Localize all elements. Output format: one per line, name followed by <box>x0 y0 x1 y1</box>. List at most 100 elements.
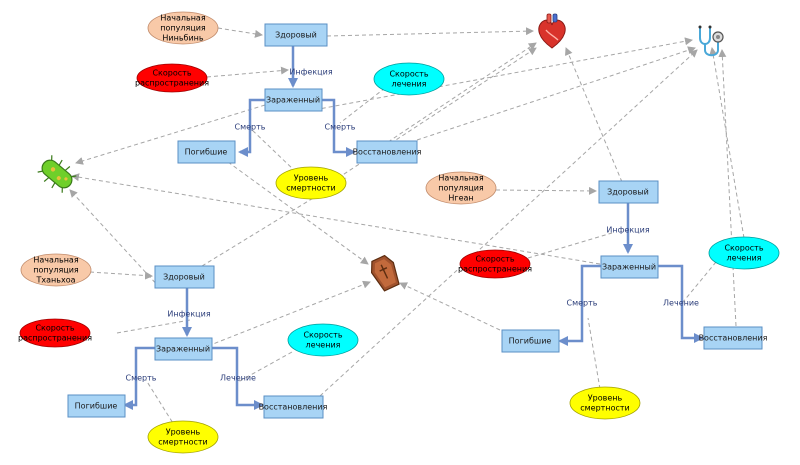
param-mortality-1-line1: Уровень <box>294 174 329 183</box>
flow-label-recovery-3: Лечение <box>220 374 256 383</box>
stethoscope-icon <box>698 25 724 57</box>
link-mortality3-to-flow <box>145 379 177 429</box>
flow-label-recovery-2: Лечение <box>663 299 699 308</box>
link-healthy3-to-bacteria <box>69 189 161 289</box>
link-recovered1-to-stetho <box>416 46 696 141</box>
param-spread-2-line1: Скорость <box>475 255 514 264</box>
stock-infected-2-label: Зараженный <box>602 263 656 272</box>
stock-healthy-1[interactable]: Здоровый <box>264 23 328 47</box>
link-recovery1-to-flow <box>339 87 386 124</box>
param-recovery-rate-1-line1: Скорость <box>389 70 428 79</box>
link-infected2-to-bacteria <box>71 173 601 265</box>
param-init-pop-1-line1: Начальная <box>160 14 206 23</box>
link-recovery3-to-flow <box>237 351 293 383</box>
link-init-pop-to-healthy-1 <box>217 27 263 38</box>
param-init-pop-2-line2: популяция <box>438 184 484 193</box>
stock-recovered-1-label: Восстановления <box>353 148 422 157</box>
flow-label-death-3: Смерть <box>126 374 157 383</box>
link-recovery2-to-stetho <box>709 47 745 239</box>
param-recovery-rate-1-line2: лечения <box>392 80 427 89</box>
param-recovery-rate-2[interactable]: Скорость лечения <box>708 236 780 270</box>
flow-death-2 <box>558 264 601 346</box>
param-recovery-rate-2-line2: лечения <box>727 254 762 263</box>
param-spread-2-line2: распространения <box>458 265 532 274</box>
stock-recovered-2[interactable]: Восстановления <box>699 326 768 350</box>
param-init-pop-3-line3: Тханьхоа <box>36 276 76 285</box>
flow-label-infection-3: Инфекция <box>167 310 210 319</box>
param-init-pop-2-line1: Начальная <box>438 174 484 183</box>
stock-infected-1[interactable]: Зараженный <box>264 88 323 112</box>
flow-recovery-1 <box>322 98 356 157</box>
stock-dead-2-label: Погибшие <box>509 337 552 346</box>
flow-recovery-2 <box>658 264 704 343</box>
link-mortality1-to-flow <box>249 127 297 173</box>
flow-death-1 <box>238 98 265 157</box>
stock-healthy-3[interactable]: Здоровый <box>154 265 215 289</box>
flow-label-recovery-1: Смерть <box>325 123 356 132</box>
stock-dead-3[interactable]: Погибшие <box>67 394 126 418</box>
param-mortality-3-line2: смертности <box>158 438 207 447</box>
flow-label-death-2: Смерть <box>567 299 598 308</box>
param-mortality-1-line2: смертности <box>286 184 335 193</box>
stock-dead-2[interactable]: Погибшие <box>501 329 560 353</box>
stock-recovered-1[interactable]: Восстановления <box>353 140 422 164</box>
param-spread-2[interactable]: Скорость распространения <box>458 249 532 279</box>
param-spread-1-line2: распространения <box>135 79 209 88</box>
param-init-pop-3-line2: популяция <box>33 266 79 275</box>
param-recovery-rate-3-line1: Скорость <box>303 331 342 340</box>
param-spread-3-line1: Скорость <box>35 324 74 333</box>
param-init-pop-2-line3: Нгеан <box>448 194 473 203</box>
flow-recovery-3 <box>212 346 264 410</box>
stock-recovered-3[interactable]: Восстановления <box>259 395 328 419</box>
stock-dead-1[interactable]: Погибшие <box>177 140 236 164</box>
stock-recovered-2-label: Восстановления <box>699 334 768 343</box>
stock-infected-3[interactable]: Зараженный <box>154 337 213 361</box>
link-infected1-to-bacteria <box>75 104 266 165</box>
param-init-pop-3[interactable]: Начальная популяция Тханьхоа <box>20 253 92 287</box>
link-spread1-to-flow <box>206 66 289 78</box>
param-init-pop-1-line3: Ниньбинь <box>162 34 204 43</box>
param-spread-3[interactable]: Скорость распространения <box>18 318 92 348</box>
param-spread-1[interactable]: Скорость распространения <box>135 63 209 93</box>
param-mortality-2[interactable]: Уровень смертности <box>569 386 641 420</box>
link-dead1-to-coffin <box>227 161 369 265</box>
bacteria-icon <box>37 155 77 193</box>
param-mortality-2-line1: Уровень <box>588 394 623 403</box>
param-recovery-rate-3[interactable]: Скорость лечения <box>287 323 359 357</box>
stock-healthy-2[interactable]: Здоровый <box>598 180 659 204</box>
stock-dead-1-label: Погибшие <box>185 148 228 157</box>
param-mortality-3-line1: Уровень <box>166 428 201 437</box>
param-recovery-rate-1[interactable]: Скорость лечения <box>373 62 445 96</box>
param-mortality-1[interactable]: Уровень смертности <box>275 166 347 200</box>
link-spread2-to-flow <box>527 232 613 259</box>
param-init-pop-1[interactable]: Начальная популяция Ниньбинь <box>147 11 219 45</box>
flow-label-infection-1: Инфекция <box>289 68 332 77</box>
stock-healthy-3-label: Здоровый <box>163 273 205 282</box>
flow-label-death-1: Смерть <box>235 123 266 132</box>
link-recovered3-to-stetho <box>319 49 698 397</box>
param-mortality-2-line2: смертности <box>580 404 629 413</box>
link-dead2-to-coffin <box>399 282 501 331</box>
link-init-pop-to-healthy-3 <box>89 271 153 280</box>
link-recovered1-to-heart <box>387 42 537 143</box>
coffin-icon <box>370 254 400 292</box>
param-mortality-3[interactable]: Уровень смертности <box>147 420 219 454</box>
flow-labels: Инфекция Смерть Смерть Инфекция Смерть Л… <box>126 68 700 383</box>
link-spread3-to-flow <box>116 319 191 334</box>
link-healthy2-to-heart <box>565 47 623 183</box>
link-healthy1-to-heart <box>326 27 534 37</box>
param-spread-3-line2: распространения <box>18 334 92 343</box>
param-init-pop-2[interactable]: Начальная популяция Нгеан <box>425 171 497 205</box>
stock-recovered-3-label: Восстановления <box>259 403 328 412</box>
flow-death-3 <box>123 346 155 410</box>
stock-infected-2[interactable]: Зараженный <box>600 255 659 279</box>
stock-healthy-2-label: Здоровый <box>607 188 649 197</box>
param-recovery-rate-3-line2: лечения <box>306 341 341 350</box>
param-init-pop-1-line2: популяция <box>160 24 206 33</box>
link-init-pop-to-healthy-2 <box>495 186 597 195</box>
flow-label-infection-2: Инфекция <box>606 226 649 235</box>
link-infected1-to-stetho <box>307 37 693 112</box>
link-recovered2-to-stetho <box>718 49 737 327</box>
